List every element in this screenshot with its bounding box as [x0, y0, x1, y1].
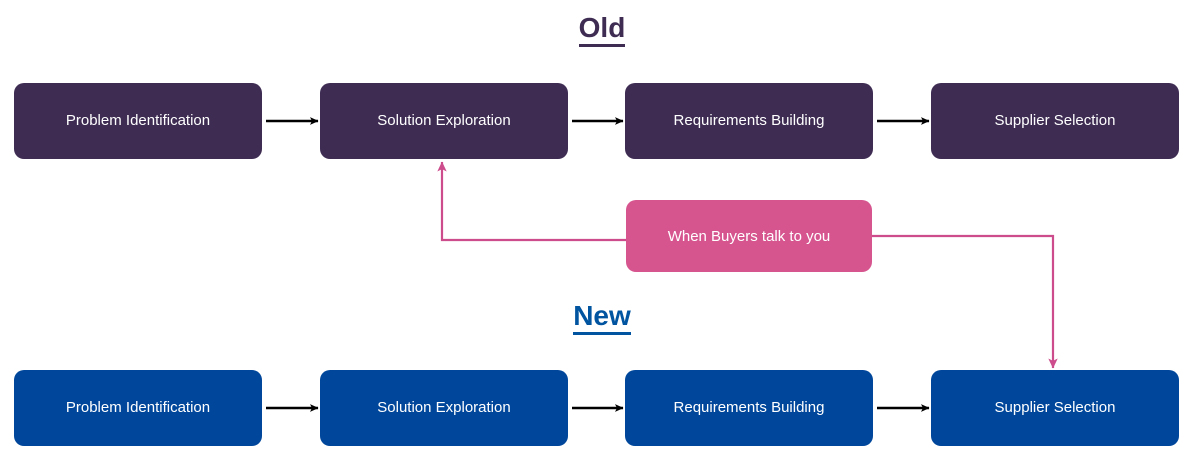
- old-step-2-label: Solution Exploration: [377, 112, 511, 129]
- new-step-problem-identification[interactable]: Problem Identification: [14, 370, 262, 446]
- new-step-requirements-building[interactable]: Requirements Building: [625, 370, 873, 446]
- new-step-supplier-selection[interactable]: Supplier Selection: [931, 370, 1179, 446]
- old-step-supplier-selection[interactable]: Supplier Selection: [931, 83, 1179, 159]
- old-step-3-label: Requirements Building: [673, 112, 825, 129]
- old-step-requirements-building[interactable]: Requirements Building: [625, 83, 873, 159]
- callout-when-buyers-talk-to-you[interactable]: When Buyers talk to you: [626, 200, 872, 272]
- new-step-1-label: Problem Identification: [65, 399, 211, 416]
- old-step-solution-exploration[interactable]: Solution Exploration: [320, 83, 568, 159]
- new-step-2-label: Solution Exploration: [377, 399, 511, 416]
- old-step-problem-identification[interactable]: Problem Identification: [14, 83, 262, 159]
- section-title-old: Old: [0, 12, 1204, 47]
- new-step-3-label: Requirements Building: [673, 399, 825, 416]
- section-title-old-text: Old: [578, 12, 626, 47]
- new-step-solution-exploration[interactable]: Solution Exploration: [320, 370, 568, 446]
- callout-arrow-to-solution-exploration: [437, 161, 626, 242]
- callout-label: When Buyers talk to you: [667, 227, 831, 245]
- old-step-1-label: Problem Identification: [65, 112, 211, 129]
- new-step-4-label: Supplier Selection: [994, 399, 1116, 416]
- section-title-new-text: New: [573, 300, 631, 335]
- old-step-4-label: Supplier Selection: [994, 112, 1116, 129]
- section-title-new: New: [0, 300, 1204, 335]
